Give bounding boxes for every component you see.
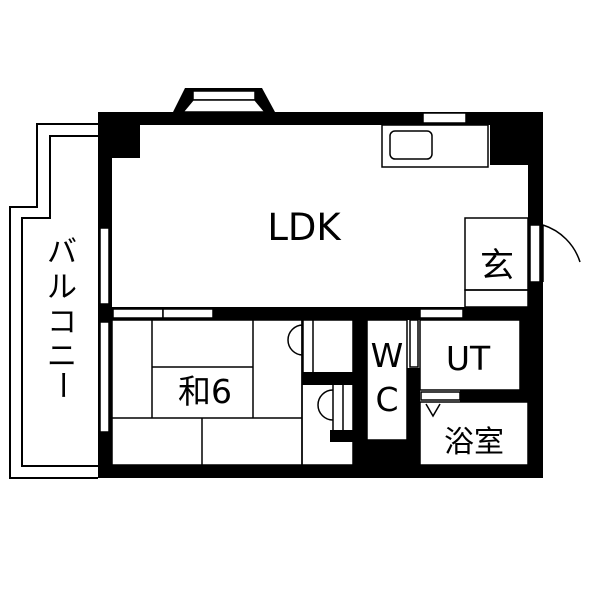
balcony-char: ル [47,270,77,305]
room-label-wc-w: W [371,336,404,375]
room-label-utility: UT [446,339,491,378]
closet-door-icon [317,389,334,421]
room-label-bathroom: 浴室 [444,425,504,460]
room-label-wc-c: C [375,380,398,419]
balcony-char: ニ [47,339,77,374]
tatami-lines [111,319,354,466]
sink-icon [389,130,433,160]
balcony-char: ー [44,370,79,400]
entrance-door-icon [542,224,581,282]
entrance-area [464,217,581,308]
wet-area [366,319,529,466]
balcony [9,123,98,479]
room-label-entrance: 玄 [480,246,514,286]
closet-door-icon [287,324,304,356]
room-label-balcony: バ ル コ ニ ー [44,235,79,400]
walls [98,88,543,478]
balcony-char: バ [47,235,77,270]
kitchen-counter [381,124,489,168]
room-label-ldk: LDK [267,206,342,249]
room-label-japanese-room: 和6 [178,372,232,411]
balcony-char: コ [47,305,77,340]
windows [99,90,541,433]
